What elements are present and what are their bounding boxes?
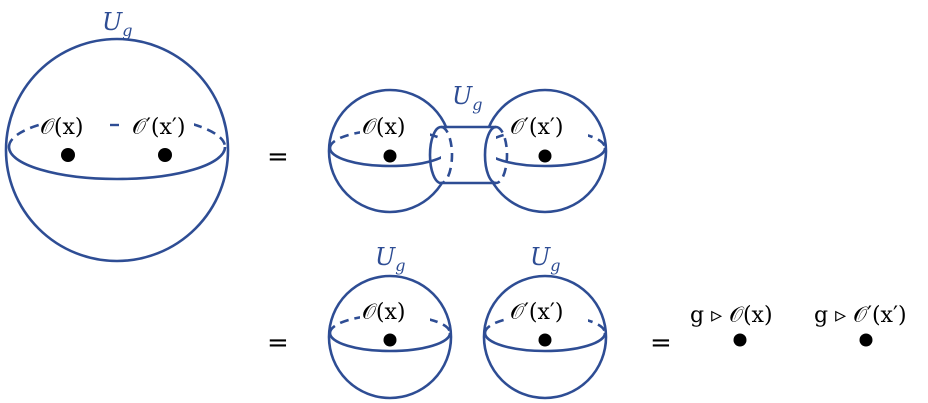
- joined-spheres: 𝒪(x) 𝒪′(x′): [327, 88, 608, 214]
- joined-op-right: 𝒪′(x′): [510, 115, 563, 140]
- big-sphere: 𝒪(x) 𝒪′(x′): [4, 37, 230, 263]
- separate-op-right: 𝒪′(x′): [510, 300, 563, 325]
- gauge-label-big: Ug: [102, 8, 132, 40]
- equals-1: =: [267, 142, 289, 172]
- joined-op-left: 𝒪(x): [362, 115, 405, 140]
- big-op-left: 𝒪(x): [40, 115, 83, 140]
- separate-sphere-left: 𝒪(x): [327, 274, 453, 400]
- gauge-label-right: Ug: [530, 243, 560, 275]
- equals-2: =: [267, 328, 289, 358]
- separate-op-left: 𝒪(x): [362, 300, 405, 325]
- equals-3: =: [650, 328, 672, 358]
- transformed-operators: g ▹ 𝒪(x) g ▹ 𝒪′(x′): [690, 303, 907, 347]
- gauge-label-left: Ug: [375, 243, 405, 275]
- separate-sphere-right: 𝒪′(x′): [482, 274, 608, 400]
- gauge-label-tube: Ug: [452, 82, 482, 114]
- transformed-op-right: g ▹ 𝒪′(x′): [814, 303, 907, 328]
- transformed-op-left: g ▹ 𝒪(x): [690, 303, 773, 328]
- big-op-right: 𝒪′(x′): [132, 115, 185, 140]
